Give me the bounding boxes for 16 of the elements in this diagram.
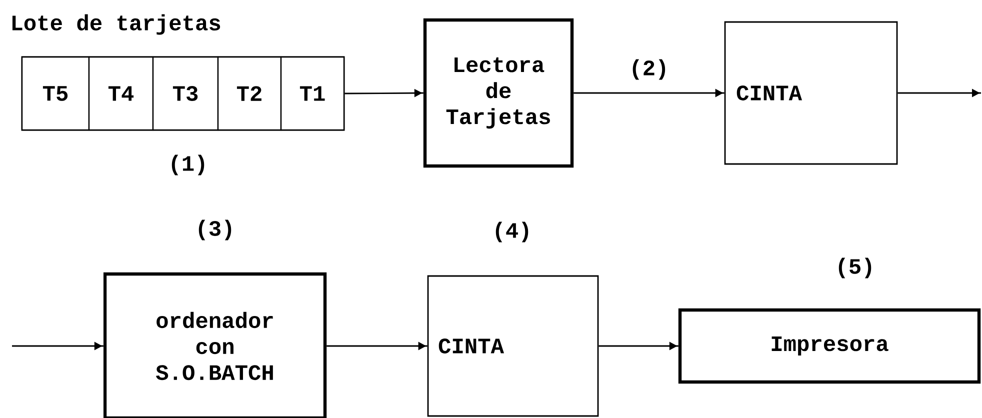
- process-box: CINTA: [427, 275, 599, 417]
- card-cell: T5: [21, 56, 90, 131]
- process-box: ordenador con S.O.BATCH: [103, 272, 327, 418]
- card-cell: T3: [152, 56, 219, 131]
- step-number: (5): [838, 258, 872, 278]
- step-number: (1): [172, 154, 204, 176]
- node-label: Lote de tarjetas: [12, 14, 220, 35]
- edge-label: (2): [628, 58, 670, 81]
- process-box: CINTA: [724, 21, 898, 165]
- card-cell: T1: [280, 56, 345, 131]
- process-box: Impresora: [678, 308, 981, 384]
- card-cell: T2: [217, 56, 282, 131]
- process-box: Lectora de Tarjetas: [423, 18, 574, 168]
- card-cell: T4: [88, 56, 154, 131]
- step-number: (3): [198, 220, 232, 240]
- step-number: (4): [496, 222, 528, 242]
